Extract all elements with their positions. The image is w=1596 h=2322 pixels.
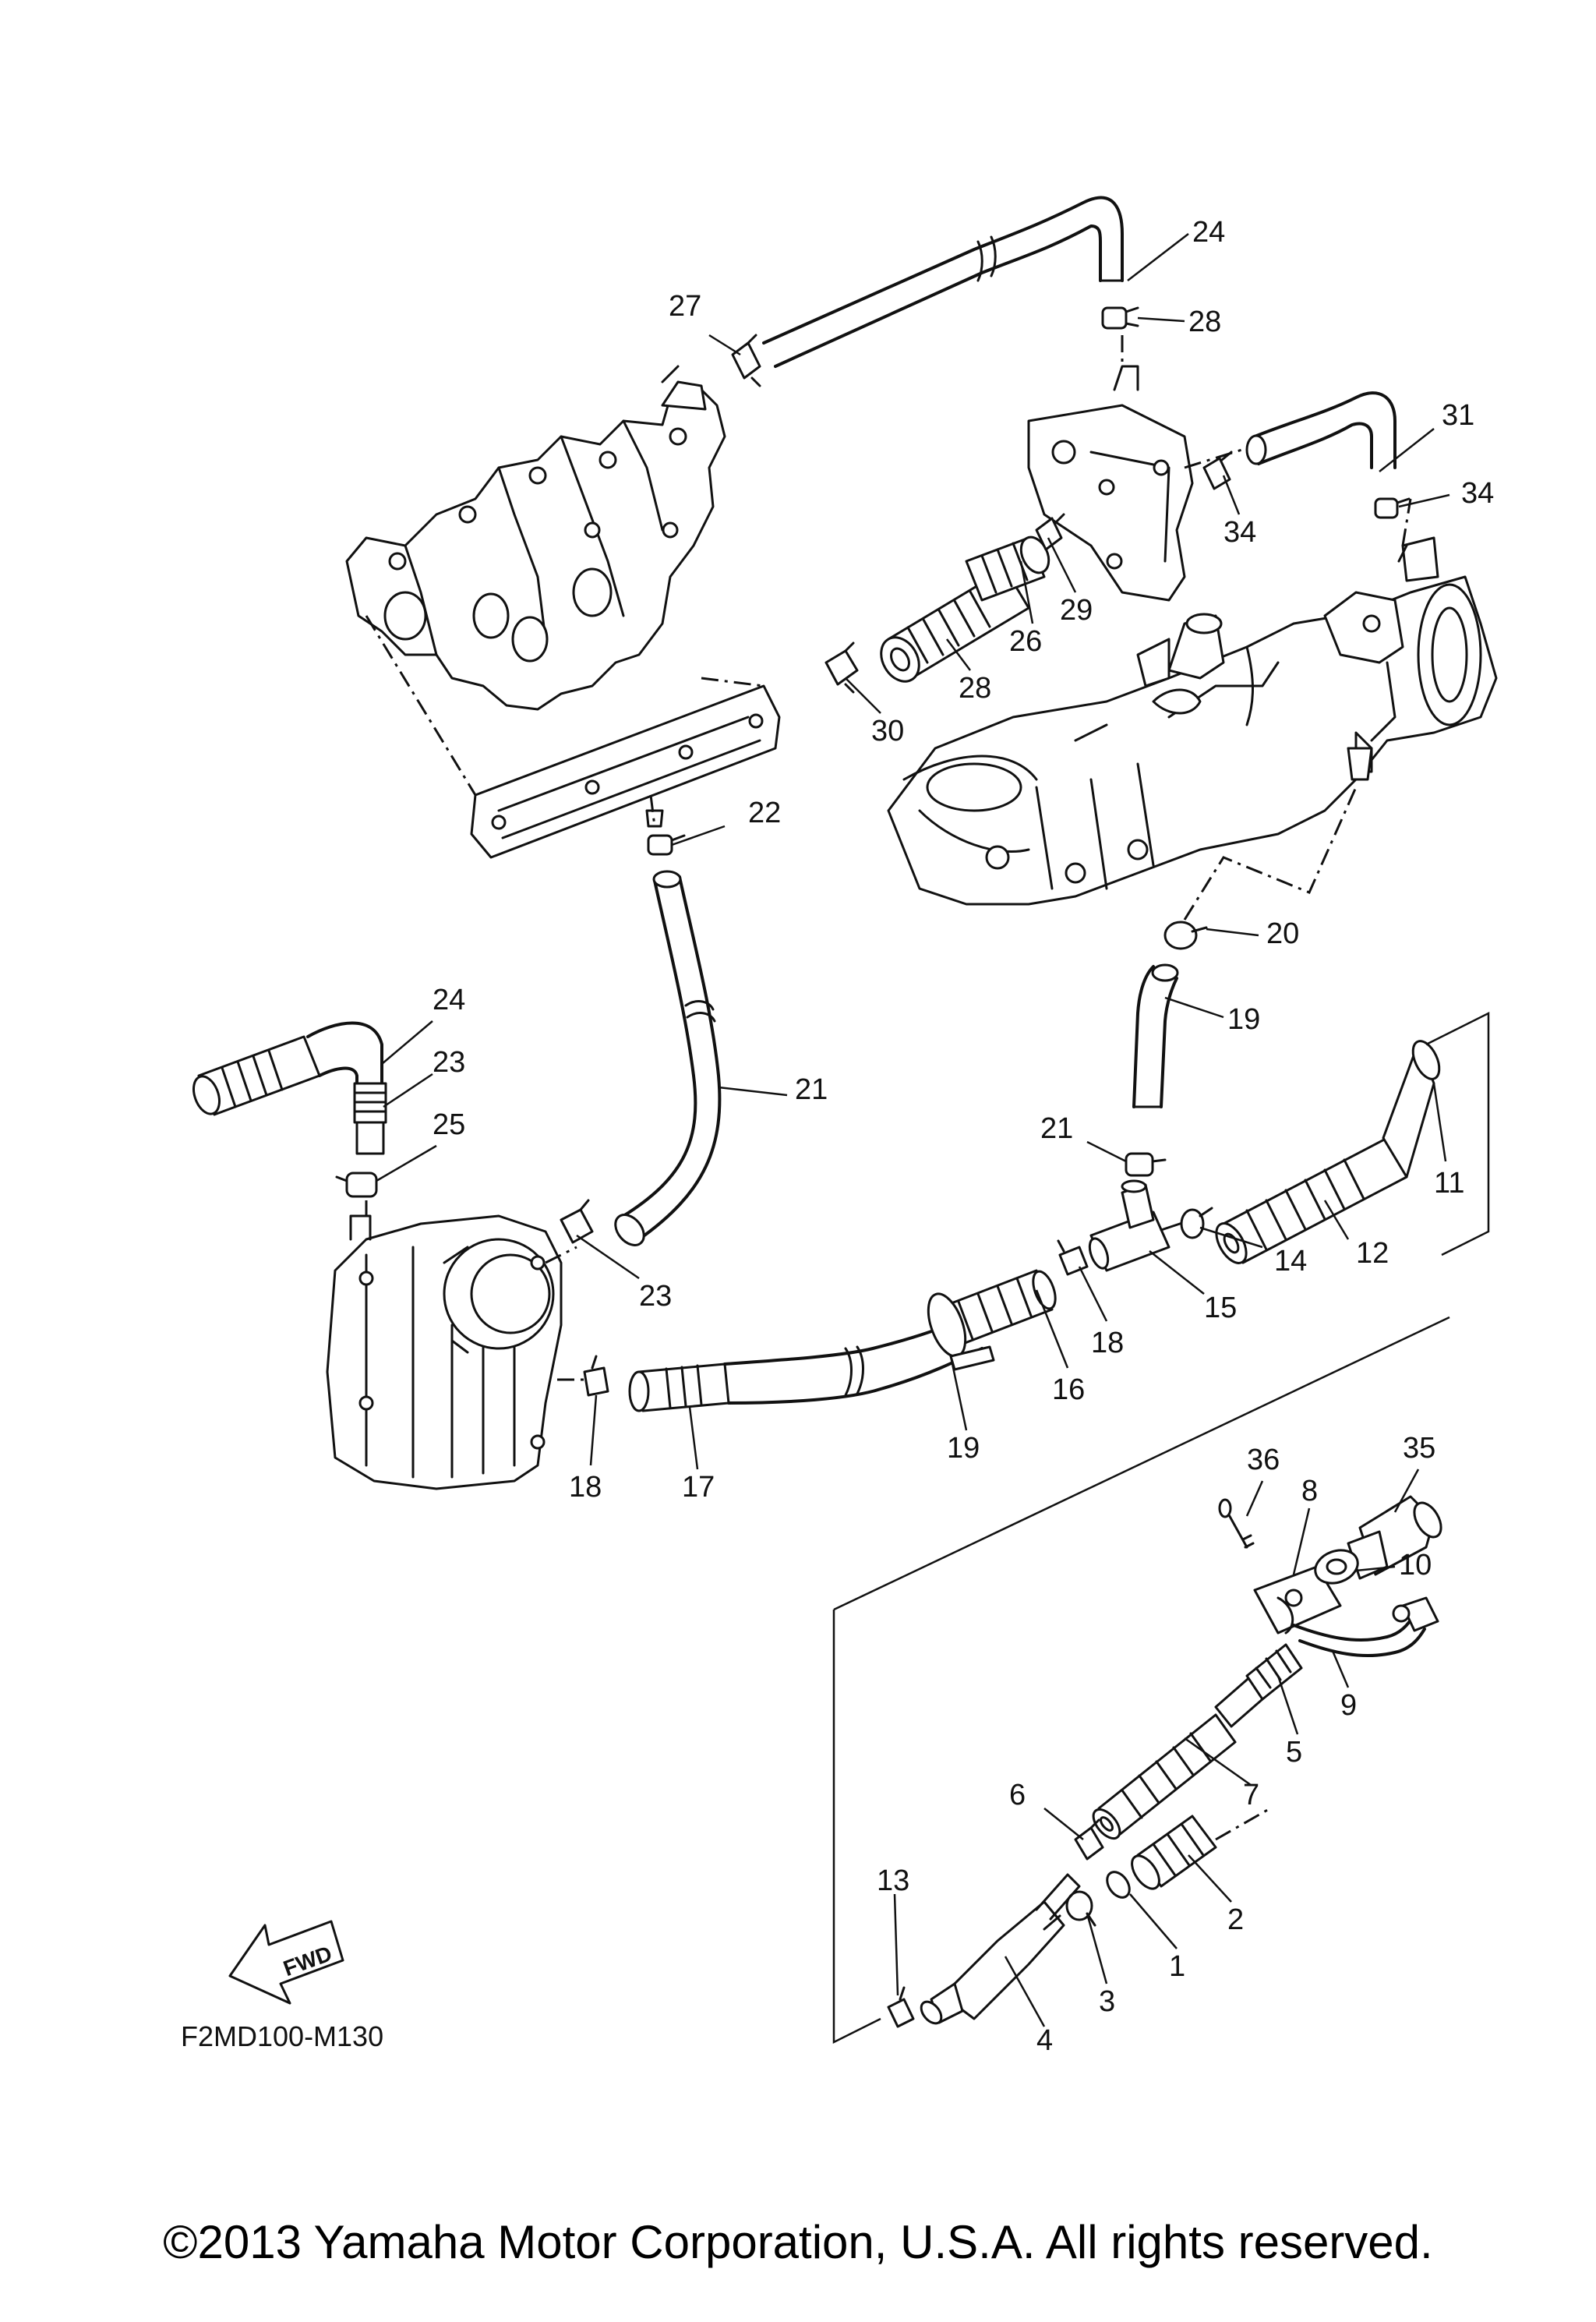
clamp-18a (583, 1355, 609, 1397)
callout-27: 24 (1192, 216, 1225, 249)
callout-25: 24 (433, 984, 465, 1016)
callout-36: 36 (1247, 1444, 1280, 1476)
callout-4: 4 (1036, 2024, 1053, 2057)
clamp-31 (1035, 513, 1065, 551)
callout-2: 2 (1227, 1903, 1244, 1936)
callout-1: 1 (1169, 1950, 1185, 1983)
callout-16: 16 (1052, 1373, 1085, 1406)
clamp-19 (927, 1292, 995, 1371)
clamp-6 (1074, 1818, 1104, 1861)
clamp-18b (1057, 1239, 1089, 1276)
callout-26: 25 (433, 1108, 465, 1141)
callout-7: 7 (1243, 1779, 1259, 1811)
bracket-8 (1253, 1565, 1342, 1635)
leader-lines (376, 233, 1450, 2027)
callout-23-top: 22 (748, 797, 781, 829)
hose-12 (1215, 1136, 1408, 1264)
hose-29 (965, 535, 1050, 602)
callout-19: 19 (947, 1432, 980, 1465)
clamp-28a (731, 334, 761, 387)
hose-33 (1184, 391, 1396, 469)
exhaust-guide (887, 498, 1498, 906)
clamp-21a (1163, 921, 1208, 950)
hose-25 (192, 1021, 383, 1116)
vapor-separator (326, 1200, 584, 1490)
clamp-28b (1101, 306, 1139, 330)
joint-block (1027, 335, 1194, 602)
callout-34-right: 34 (1461, 477, 1494, 510)
hose-9 (1276, 1596, 1439, 1657)
clamp-23b (560, 1199, 594, 1244)
clamp-32 (824, 641, 859, 694)
callout-35: 35 (1403, 1432, 1435, 1465)
callout-21-bottom: 21 (1040, 1112, 1073, 1145)
callout-12: 12 (1356, 1237, 1389, 1270)
callout-11: 11 (1434, 1167, 1464, 1200)
clamp-3 (1065, 1890, 1096, 1927)
callout-5: 5 (1286, 1736, 1302, 1769)
callout-18-right: 18 (1091, 1327, 1124, 1359)
clamp-34b (1374, 497, 1411, 519)
callout-8: 8 (1301, 1475, 1318, 1507)
clamp-14 (1180, 1207, 1213, 1239)
fitting-35 (1347, 1495, 1442, 1580)
clamp-21b (1125, 1152, 1167, 1177)
hose-20 (1132, 963, 1179, 1108)
callout-30: 28 (959, 672, 991, 705)
joint-15 (1088, 1179, 1186, 1272)
drawing-code: F2MD100-M130 (181, 2020, 383, 2052)
callout-33: 31 (1442, 399, 1474, 432)
hose-24 (353, 1082, 387, 1155)
joint-1 (1106, 1871, 1131, 1899)
callout-31: 29 (1060, 594, 1093, 627)
callout-34-left: 34 (1223, 516, 1256, 549)
callout-28-right: 28 (1188, 306, 1221, 338)
callout-18-left: 18 (569, 1471, 602, 1504)
clamp-26 (335, 1172, 378, 1198)
callout-6: 6 (1009, 1779, 1026, 1811)
callout-20: 19 (1227, 1003, 1260, 1036)
callout-24: 23 (433, 1046, 465, 1079)
callout-21-top: 20 (1266, 917, 1299, 950)
clamp-23a (647, 834, 686, 856)
callout-3: 3 (1099, 1985, 1115, 2018)
hose-17 (628, 1316, 983, 1412)
callout-9: 9 (1340, 1689, 1357, 1722)
callout-15: 15 (1204, 1292, 1237, 1324)
hose-7 (1092, 1713, 1237, 1840)
clamp-34a (1202, 451, 1233, 490)
callout-13: 13 (877, 1864, 909, 1897)
bracket-lower-group (832, 1316, 1450, 2045)
callout-29: 26 (1009, 625, 1042, 658)
bracket-11 (1425, 1011, 1490, 1256)
callout-17: 17 (682, 1471, 715, 1504)
callout-labels: 24 27 28 31 34 34 29 26 28 30 22 21 23 2… (433, 216, 1494, 2057)
callout-32: 30 (871, 715, 904, 747)
copyright-notice: ©2013 Yamaha Motor Corporation, U.S.A. A… (163, 2216, 1433, 2268)
hose-2 (1131, 1807, 1271, 1890)
element-5 (1214, 1643, 1303, 1728)
callout-22: 21 (795, 1073, 828, 1106)
fwd-arrow-icon: FWD (228, 1920, 344, 2005)
screw-36 (1218, 1498, 1255, 1549)
callout-28-top: 27 (669, 290, 701, 323)
clamp-13 (887, 1986, 915, 2028)
nut-10 (1314, 1549, 1359, 1585)
callout-23-bottom: 23 (639, 1280, 672, 1313)
hose-27 (762, 196, 1124, 368)
exhaust-manifold (345, 365, 781, 859)
joint-4 (920, 1873, 1081, 2025)
hose-22 (614, 870, 722, 1246)
leader-dash-20 (1183, 786, 1358, 921)
callout-14: 14 (1274, 1245, 1307, 1278)
callout-10: 10 (1399, 1549, 1432, 1582)
